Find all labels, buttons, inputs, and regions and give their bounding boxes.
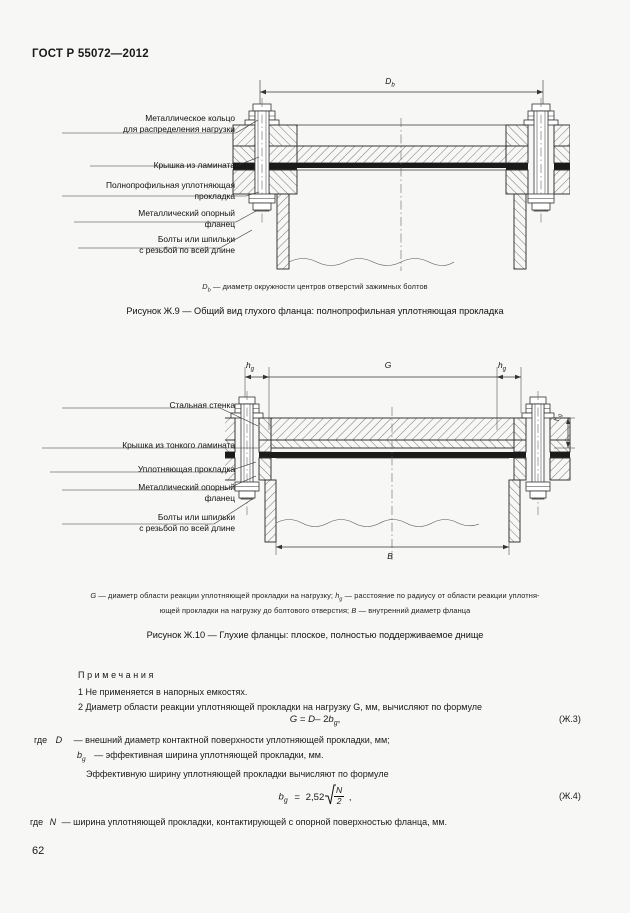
figure-1-caption: Рисунок Ж.9 — Общий вид глухого фланца: … xyxy=(126,306,504,316)
figure-2-callout-1: Стальная стенка xyxy=(60,400,235,411)
callout-line: Стальная стенка xyxy=(169,400,235,410)
formula-zh4: bg = 2,52 N 2 , xyxy=(0,784,630,807)
figure-2-callout-4: Металлический опорный фланец xyxy=(60,482,235,503)
legend-text: — диаметр области реакции уплотняющей пр… xyxy=(98,591,334,600)
where-symbol-n: N xyxy=(49,817,57,827)
figure-1-callout-5: Болты или шпильки с резьбой по всей длин… xyxy=(60,234,235,255)
callout-line: Уплотняющая прокладка xyxy=(137,464,235,474)
figure-2-callout-3: Уплотняющая прокладка xyxy=(48,464,235,475)
figure-1-callout-4: Металлический опорный фланец xyxy=(60,208,235,229)
standard-header: ГОСТ Р 55072—2012 xyxy=(32,48,149,60)
legend-symbol-g: G xyxy=(90,591,97,600)
notes-block: Примечания 1 Не применяется в напорных е… xyxy=(78,668,578,716)
figure-1-legend: Db — диаметр окружности центров отверсти… xyxy=(0,281,630,296)
figure-1-callout-3: Полнопрофильная уплотняющая прокладка xyxy=(48,180,235,201)
callout-line: фланец xyxy=(204,492,235,503)
legend-subscript: g xyxy=(339,596,343,603)
figure-1-callout-1: Металлическое кольцо для распределения н… xyxy=(60,113,235,134)
formula-trailing: , xyxy=(337,714,341,725)
figure-2-callout-2: Крышка из тонкого ламината xyxy=(40,440,235,451)
formula-zh3: G = D– 2bg, xyxy=(0,714,630,727)
sqrt-numerator: N xyxy=(335,785,343,795)
figure-2-callout-5: Болты или шпильки с резьбой по всей длин… xyxy=(60,512,235,533)
where-word: где xyxy=(34,735,48,745)
legend-symbol-b: B xyxy=(351,606,357,616)
callout-line: Металлический опорный xyxy=(138,208,235,218)
callout-line: фланец xyxy=(204,218,235,229)
formula-trailing: , xyxy=(348,791,352,803)
where-symbol-d: D xyxy=(55,735,63,745)
where-block-2: где N — ширина уплотняющей прокладки, ко… xyxy=(30,815,600,830)
formula-subscript: g xyxy=(333,719,338,727)
where-definition-d: — внешний диаметр контактной поверхности… xyxy=(73,735,390,745)
figure-2-legend: G — диаметр области реакции уплотняющей … xyxy=(14,590,616,616)
callout-line: Крышка из ламината xyxy=(153,160,235,170)
legend-symbol-h: h xyxy=(335,591,340,600)
callout-line: Металлический опорный xyxy=(138,482,235,492)
figure-2-dim-hg-left: hg xyxy=(245,360,255,373)
callout-line: Полнопрофильная уплотняющая xyxy=(105,180,235,190)
formula-equals: = xyxy=(294,791,300,803)
where-definition-n: — ширина уплотняющей прокладки, контакти… xyxy=(61,817,448,827)
figure-1-callout-2: Крышка из ламината xyxy=(60,160,235,171)
figure-1-dim-db: Db xyxy=(385,76,395,89)
figure-2-dim-b: B xyxy=(387,551,393,561)
callout-line: с резьбой по всей длине xyxy=(139,244,235,255)
callout-line: с резьбой по всей длине xyxy=(139,522,235,533)
figure-2-leader-lines xyxy=(40,398,310,543)
formula-lhs-subscript: g xyxy=(283,797,288,805)
formula-term-d: D xyxy=(308,714,316,725)
figure-1-leader-lines xyxy=(60,110,310,255)
page-number: 62 xyxy=(32,845,45,857)
legend-text: — расстояние по радиусу от области реакц… xyxy=(344,591,540,600)
where-sentence: Эффективную ширину уплотняющей прокладки… xyxy=(86,768,389,779)
callout-line: Крышка из тонкого ламината xyxy=(122,440,235,450)
formula-zh3-number: (Ж.3) xyxy=(559,714,581,724)
figure-2-drawing xyxy=(225,355,575,570)
where-definition-bg: — эффективная ширина уплотняющей проклад… xyxy=(94,750,324,760)
figure-2-dim-hg-vertical: hg xyxy=(552,414,564,421)
legend-text: ющей прокладки на нагрузку до болтового … xyxy=(159,606,350,616)
callout-line: Болты или шпильки xyxy=(157,512,235,522)
figure-2-caption: Рисунок Ж.10 — Глухие фланцы: плоское, п… xyxy=(146,630,484,640)
sqrt-denominator: 2 xyxy=(336,795,342,806)
figure-1-drawing xyxy=(225,72,570,272)
callout-line: Металлическое кольцо xyxy=(145,113,235,123)
callout-line: прокладка xyxy=(194,190,235,201)
where-subscript: g xyxy=(82,755,86,763)
formula-operator: – 2 xyxy=(315,714,329,725)
figure-2-dim-g: G xyxy=(384,360,392,370)
callout-line: Болты или шпильки xyxy=(157,234,235,244)
formula-coefficient: 2,52 xyxy=(305,791,325,803)
where-block-1: где D — внешний диаметр контактной повер… xyxy=(34,733,594,782)
formula-zh4-number: (Ж.4) xyxy=(559,791,581,801)
formula-lhs-b: b xyxy=(278,791,284,803)
where-symbol-bg: b xyxy=(77,750,83,760)
notes-item-1: 1 Не применяется в напорных емкостях. xyxy=(78,686,248,697)
legend-symbol: D xyxy=(202,282,208,291)
formula-lhs: G xyxy=(289,714,298,725)
where-word: где xyxy=(30,817,44,827)
formula-equals: = xyxy=(299,714,306,725)
figure-2-dim-hg-right: hg xyxy=(497,360,507,373)
notes-item-2: 2 Диаметр области реакции уплотняющей пр… xyxy=(78,702,483,712)
sqrt-icon: N 2 xyxy=(324,784,345,807)
formula-term-b: b xyxy=(328,714,334,725)
notes-heading: Примечания xyxy=(78,670,156,680)
callout-line: для распределения нагрузки xyxy=(122,123,235,134)
legend-text: — диаметр окружности центров отверстий з… xyxy=(212,282,428,291)
legend-subscript: b xyxy=(207,287,211,294)
legend-text: — внутренний диаметр фланца xyxy=(358,606,471,616)
